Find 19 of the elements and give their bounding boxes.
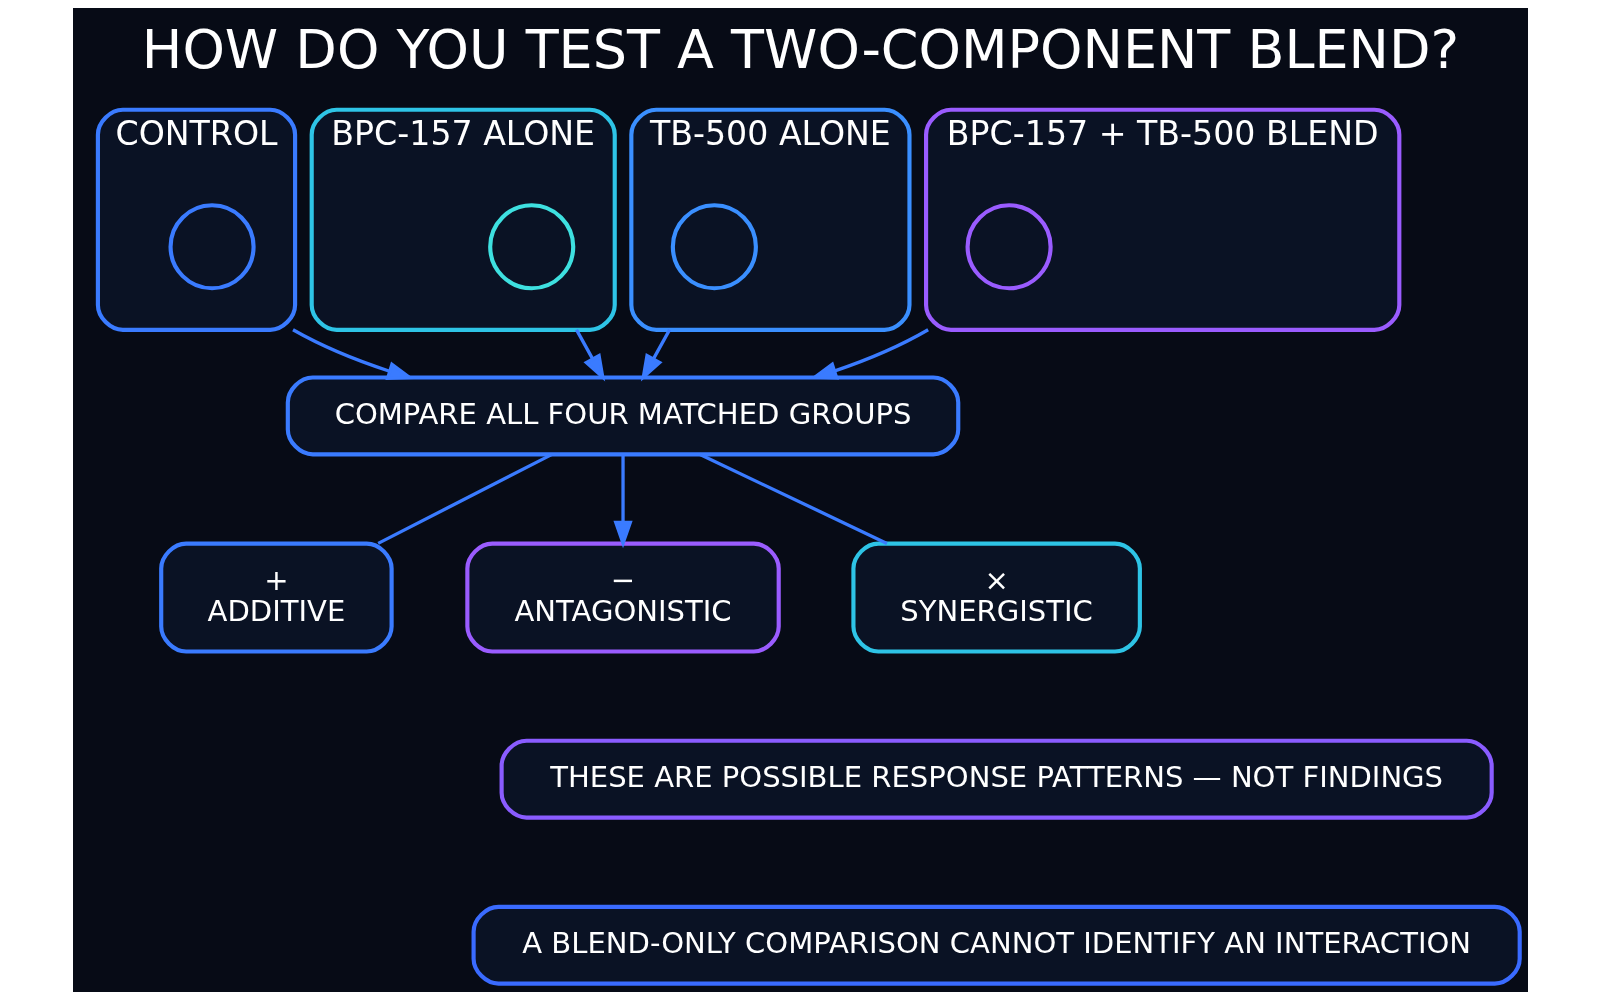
node-box: × SYNERGISTIC <box>850 541 1142 654</box>
node-box: + ADDITIVE <box>158 541 394 654</box>
node-circle <box>487 203 575 291</box>
diagram-title: HOW DO YOU TEST A TWO-COMPONENT BLEND? <box>141 17 1459 81</box>
arrow <box>574 329 605 382</box>
cluster: CONTROL <box>95 107 297 332</box>
node-box: THESE ARE POSSIBLE RESPONSE PATTERNS — NOT FINDINGS <box>499 738 1494 820</box>
arrow <box>291 328 414 380</box>
node-box: − ANTAGONISTIC <box>464 541 781 654</box>
cluster: BPC-157 ALONE <box>309 107 617 332</box>
node-box: COMPARE ALL FOUR MATCHED GROUPS <box>285 375 960 457</box>
arrow <box>612 454 633 549</box>
node-box: A BLEND-ONLY COMPARISON CANNOT IDENTIFY AN INTERACTION <box>471 904 1522 986</box>
arrow <box>640 329 671 382</box>
cluster: BPC-157 + TB-500 BLEND <box>923 107 1401 332</box>
cluster: TB-500 ALONE <box>628 107 912 332</box>
node-circle <box>167 203 256 291</box>
node-circle <box>965 203 1053 291</box>
node-circle <box>670 203 758 291</box>
